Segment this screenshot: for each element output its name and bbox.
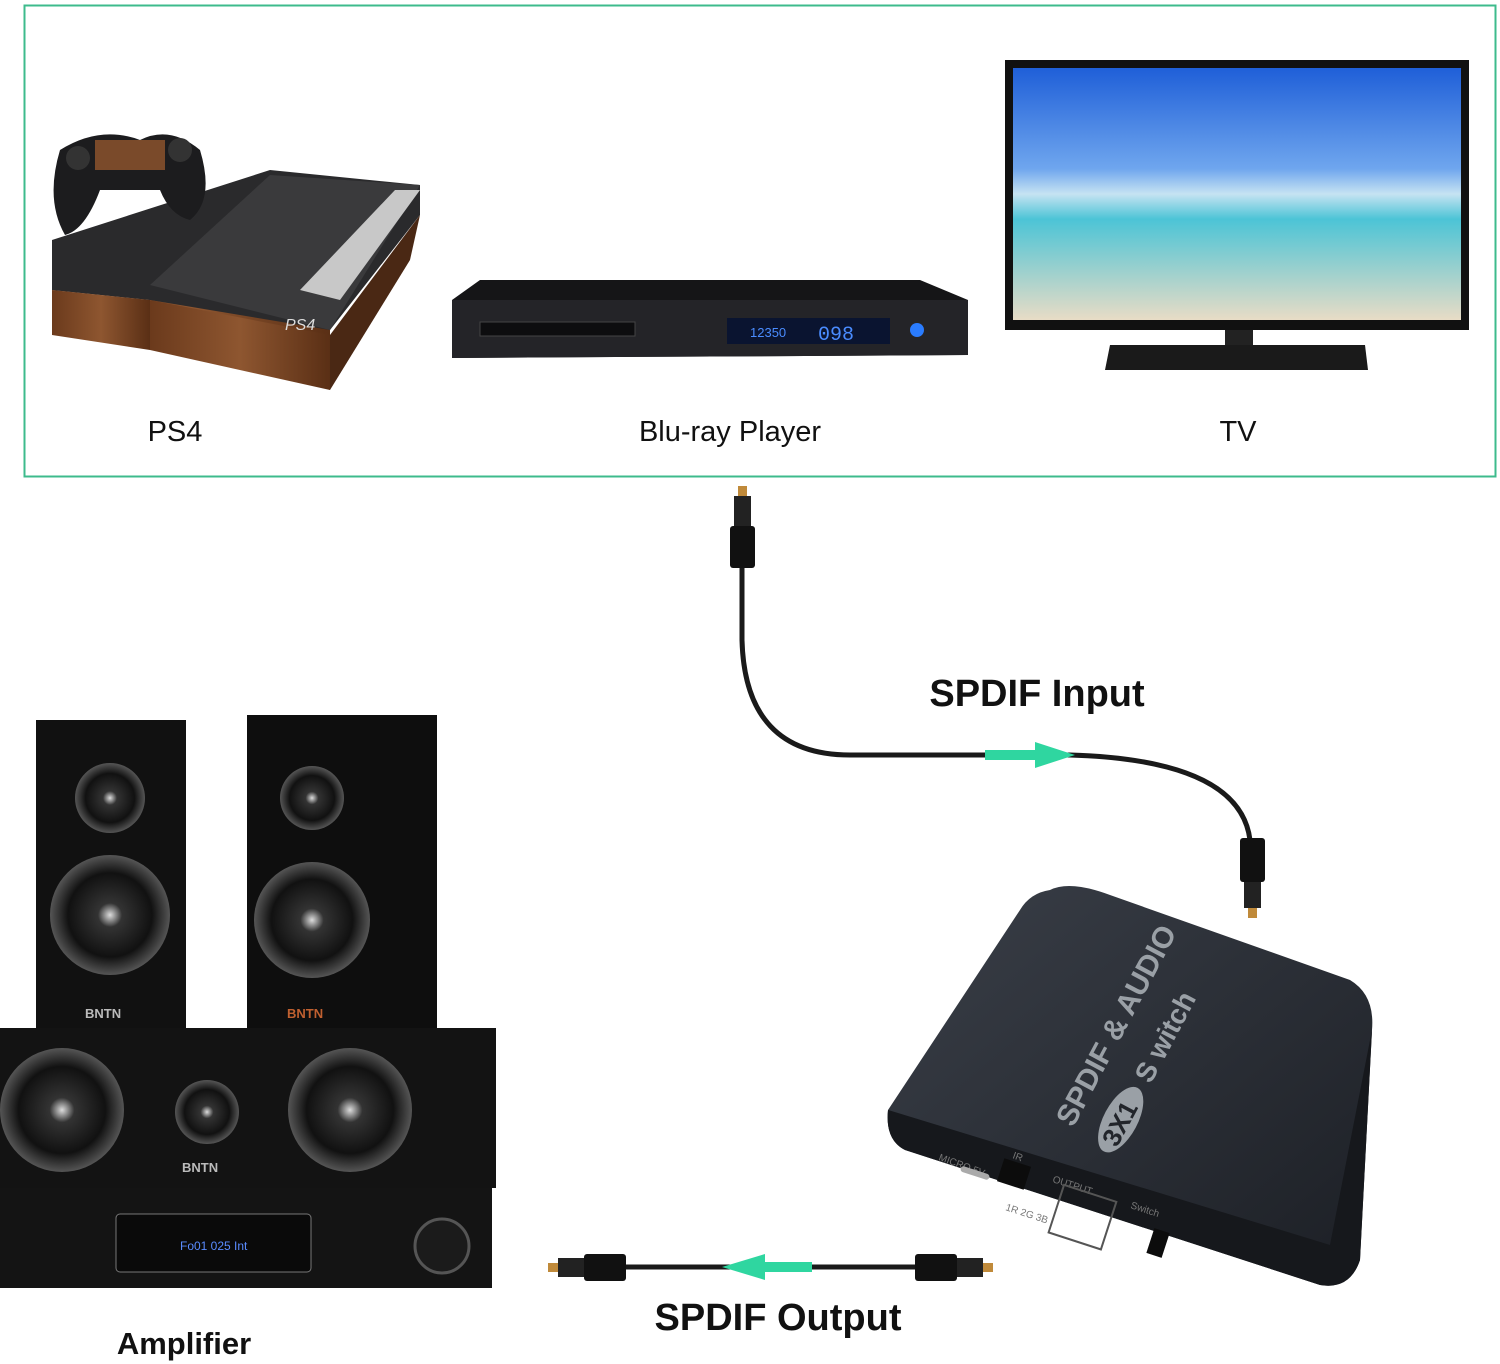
ps4-image: PS4: [52, 134, 420, 390]
switch-button-icon: [1146, 1228, 1170, 1258]
power-led-icon: [910, 323, 924, 337]
tv-label: TV: [1219, 416, 1257, 448]
ir-port-icon: [996, 1158, 1032, 1190]
speaker-brand-left: BNTN: [85, 1006, 121, 1021]
amplifier-display: Fo01 025 Int: [180, 1239, 248, 1253]
bluray-player-label: Blu-ray Player: [638, 416, 822, 448]
ps4-label: PS4: [147, 416, 203, 448]
tv-image: [1005, 60, 1469, 370]
usb-port-icon: [960, 1166, 990, 1180]
output-arrow-icon: [722, 1254, 812, 1280]
amplifier-speakers-image: BNTN BNTN BNTN Fo01 025 Int: [0, 715, 496, 1288]
spdif-input-cable: [730, 486, 1265, 918]
bluray-display-left: 12350: [750, 325, 786, 340]
sources-frame: [23, 4, 1497, 478]
gamepad-icon: [53, 134, 206, 235]
amplifier-label: Amplifier: [116, 1326, 252, 1361]
volume-knob-icon: [413, 1217, 471, 1275]
spdif-output-label: SPDIF Output: [654, 1297, 902, 1339]
input-arrow-icon: [985, 742, 1075, 768]
optical-port-icon: [1047, 1183, 1118, 1251]
led-label: 1R 2G 3B: [1004, 1202, 1049, 1226]
bluray-display-right: 098: [818, 324, 854, 347]
speaker-brand-right: BNTN: [287, 1006, 323, 1021]
port-ir-label: IR: [1011, 1150, 1024, 1164]
bluray-player-image: 12350 098: [452, 280, 968, 358]
ps4-logo: PS4: [285, 317, 315, 334]
spdif-switch-device: SPDIF & AUDIO 3X1 S witch MICRO 5V IR OU…: [887, 886, 1373, 1286]
speaker-brand-center: BNTN: [182, 1160, 218, 1175]
spdif-input-label: SPDIF Input: [929, 673, 1145, 715]
